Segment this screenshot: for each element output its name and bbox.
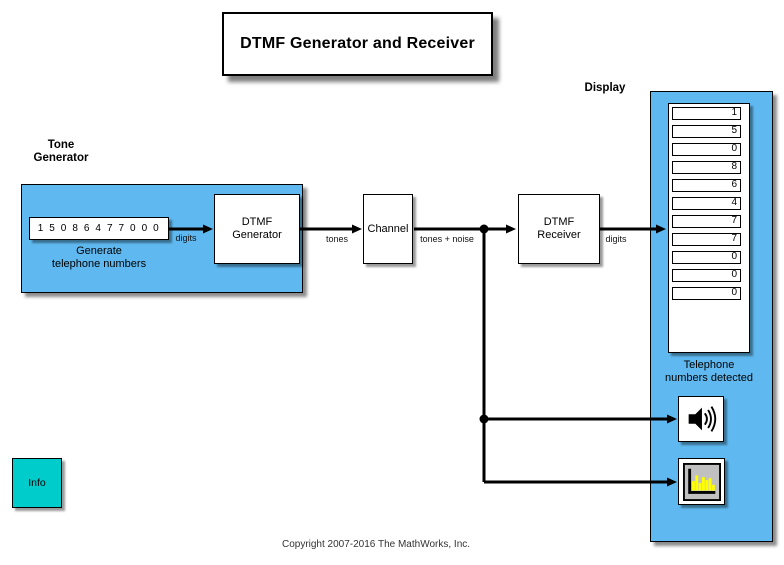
branch-point	[479, 224, 489, 234]
dtmf-generator-label-line1: DTMF	[241, 216, 273, 228]
branch-point	[479, 414, 489, 424]
phone-source-caption: Generate telephone numbers	[24, 245, 174, 271]
dtmf-receiver-label-line2: Receiver	[537, 229, 581, 241]
display-row-value: 8	[672, 161, 741, 174]
phone-number-source-block[interactable]: 1 5 0 8 6 4 7 7 0 0 0	[29, 217, 169, 240]
dtmf-generator-label-line2: Generator	[232, 229, 282, 241]
display-row-value: 1	[672, 107, 741, 120]
phone-source-caption-line1: Generate	[76, 245, 122, 257]
info-label: Info	[28, 476, 46, 489]
display-rows: 1 5 0 8 6 4 7 7 0 0 0	[672, 107, 741, 305]
signal-label-digits-in: digits	[175, 233, 197, 243]
tone-generator-label-line2: Generator	[33, 152, 89, 164]
channel-label: Channel	[367, 222, 409, 235]
display-caption: Telephone numbers detected	[649, 359, 769, 385]
copyright-text: Copyright 2007-2016 The MathWorks, Inc.	[281, 539, 471, 550]
tone-generator-label: Tone Generator	[11, 139, 111, 165]
channel-block[interactable]: Channel	[363, 194, 413, 264]
info-block[interactable]: Info	[12, 458, 62, 508]
spectrum-scope-icon	[682, 462, 721, 501]
signal-label-digits-out: digits	[605, 234, 627, 244]
telephone-display-block[interactable]: 1 5 0 8 6 4 7 7 0 0 0	[668, 103, 750, 353]
spectrum-scope-block[interactable]	[678, 458, 725, 505]
signal-label-tones: tones	[325, 234, 349, 244]
display-row-value: 7	[672, 233, 741, 246]
phone-source-caption-line2: telephone numbers	[51, 258, 147, 270]
model-title-text: DTMF Generator and Receiver	[240, 35, 475, 52]
tone-generator-label-line1: Tone	[47, 139, 75, 151]
display-row-value: 4	[672, 197, 741, 210]
display-row-value: 5	[672, 125, 741, 138]
signal-label-tones-plus-noise: tones + noise	[420, 234, 474, 244]
dtmf-generator-block[interactable]: DTMF Generator	[214, 194, 300, 264]
display-label: Display	[584, 82, 626, 94]
phone-number-digits: 1 5 0 8 6 4 7 7 0 0 0	[37, 223, 161, 234]
display-row-value: 7	[672, 215, 741, 228]
speaker-icon	[688, 406, 717, 432]
display-row-value: 6	[672, 179, 741, 192]
arrowhead	[352, 224, 362, 234]
display-row-value: 0	[672, 143, 741, 156]
dtmf-receiver-block[interactable]: DTMF Receiver	[518, 194, 600, 264]
display-caption-line1: Telephone	[683, 359, 735, 371]
audio-output-block[interactable]	[678, 396, 724, 442]
arrowhead	[506, 224, 516, 234]
model-title-annotation[interactable]: DTMF Generator and Receiver	[222, 12, 493, 76]
display-caption-line2: numbers detected	[664, 372, 754, 384]
display-row-value: 0	[672, 251, 741, 264]
display-row-value: 0	[672, 287, 741, 300]
dtmf-receiver-label-line1: DTMF	[543, 216, 575, 228]
display-row-value: 0	[672, 269, 741, 282]
